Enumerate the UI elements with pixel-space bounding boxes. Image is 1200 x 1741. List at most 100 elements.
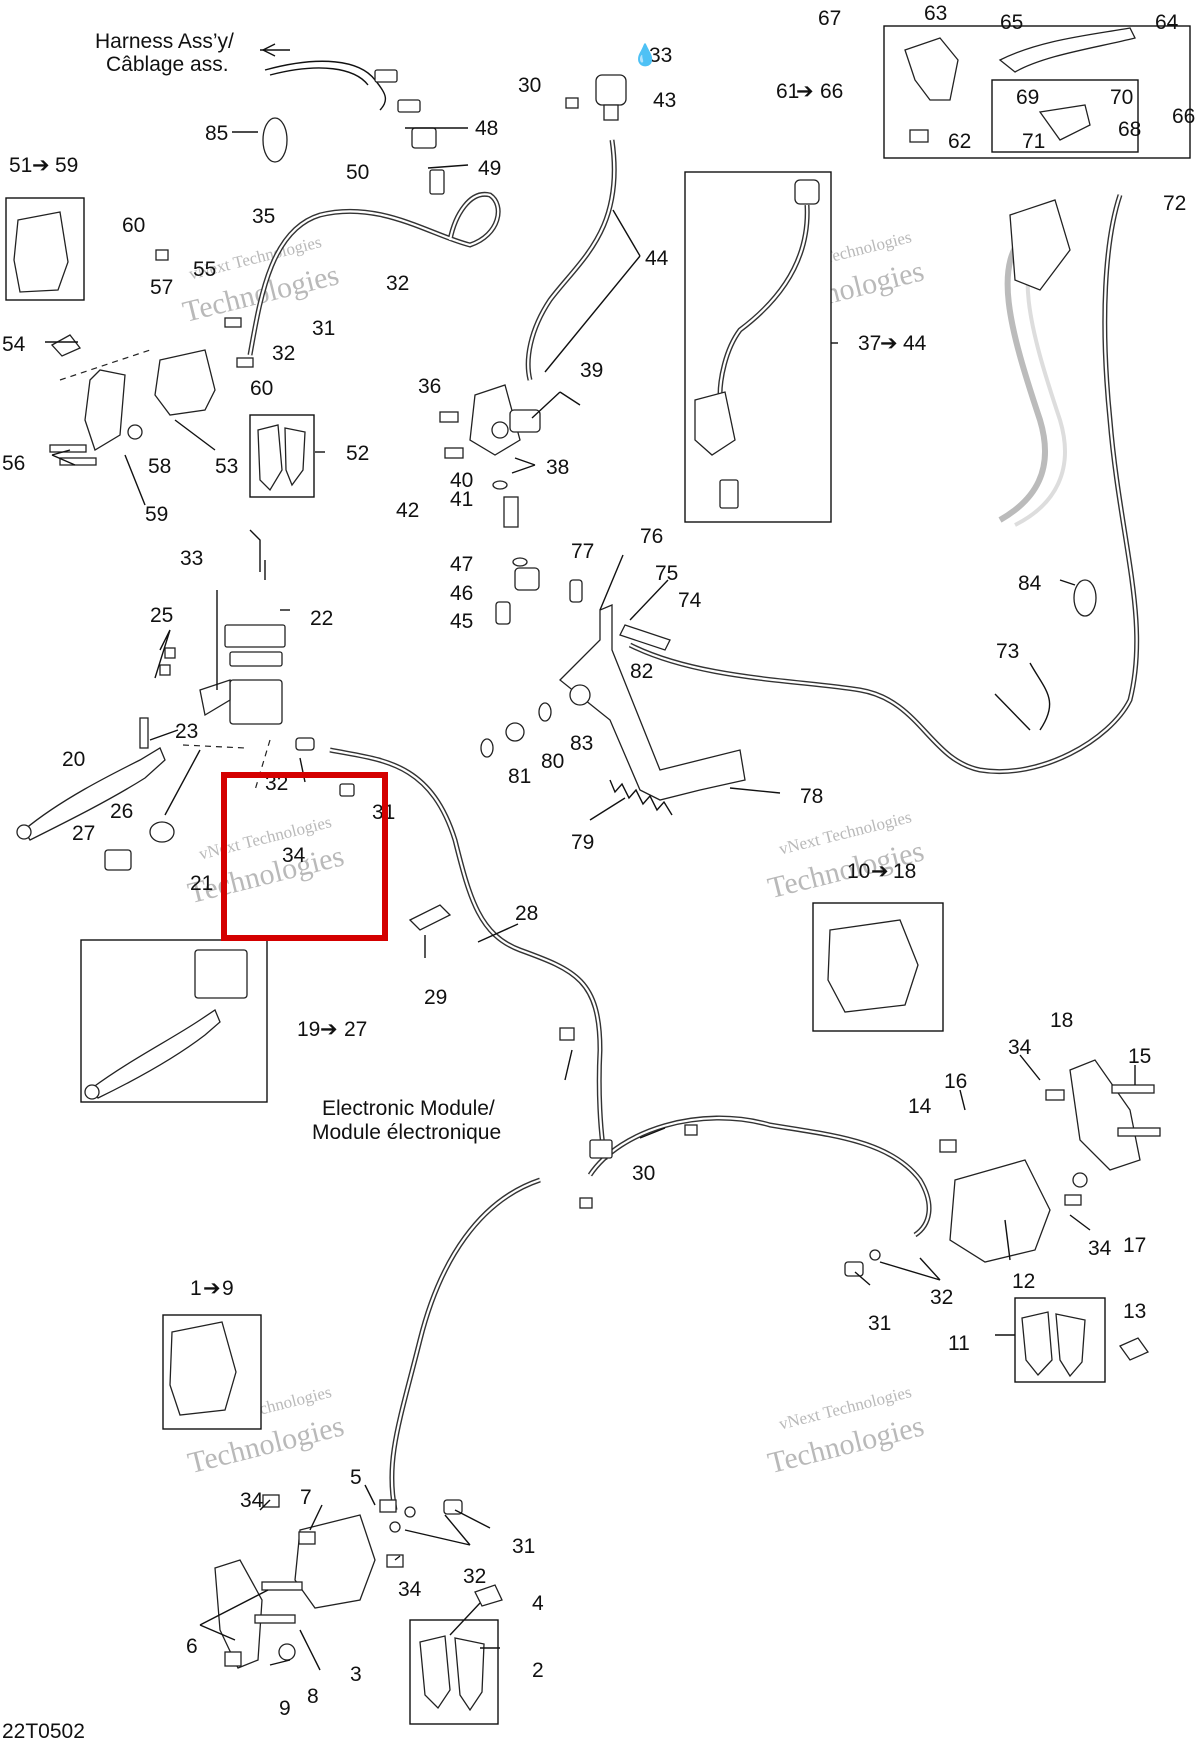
range-1-9-to: 9: [222, 1277, 234, 1300]
range-19-27-from: 19: [297, 1018, 320, 1041]
screw-icon: [684, 1124, 698, 1136]
bleeder-icon: [939, 1139, 957, 1153]
pushrod-icon: [503, 496, 519, 528]
parts: [5, 25, 1191, 1725]
text-labels: Harness Ass’y/ Câblage ass. Electronic M…: [2, 30, 501, 1741]
module-connector-icon: [559, 1027, 575, 1041]
callout-33b: 33: [180, 547, 203, 570]
brake-pad-icon: [419, 1635, 451, 1710]
master-cylinder-icon: [194, 949, 248, 999]
guide-pin-icon: [59, 457, 97, 466]
callout-23: 23: [175, 720, 198, 743]
callout-36: 36: [418, 375, 441, 398]
pushrod-icon: [719, 479, 739, 509]
callout-80: 80: [541, 750, 564, 773]
master-cylinder-icon: [694, 391, 736, 456]
ring-icon: [492, 480, 508, 490]
banjo-bolt-icon: [429, 169, 445, 195]
caliper-bracket-icon: [84, 369, 126, 451]
callout-81: 81: [508, 765, 531, 788]
range-61-66-from: 61: [776, 80, 799, 103]
callout-4: 4: [532, 1592, 544, 1615]
bleeder-icon: [224, 317, 242, 328]
callout-78: 78: [800, 785, 823, 808]
callout-43: 43: [653, 89, 676, 112]
callout-24: 34: [282, 844, 306, 867]
callout-70: 70: [1110, 86, 1133, 109]
caliper-icon: [169, 1321, 237, 1416]
screw-icon: [444, 447, 464, 459]
range-arrow-icon: ➔: [880, 332, 898, 355]
callout-44: 44: [645, 247, 669, 270]
callout-39: 39: [580, 359, 603, 382]
callout-32e: 32: [463, 1565, 486, 1588]
brake-hoses: [247, 60, 1140, 1511]
washer-icon: [869, 1249, 881, 1261]
callout-29: 29: [424, 986, 447, 1009]
brake-light-switch-icon: [411, 127, 437, 149]
guide-pin-icon: [254, 1614, 296, 1624]
screw-icon: [565, 97, 579, 109]
banjo-bolt-icon: [339, 783, 355, 797]
range-arrow-icon: ➔: [796, 80, 814, 103]
screw-icon: [1064, 1194, 1082, 1206]
pad-spring-icon: [50, 334, 82, 357]
brake-pad-icon: [257, 424, 283, 492]
leader-lines: [45, 43, 1136, 1671]
range-10-18-to: 18: [893, 860, 916, 883]
range-arrow-icon: ➔: [320, 1018, 338, 1041]
callout-34c: 34: [1088, 1237, 1112, 1260]
callout-6: 6: [186, 1635, 198, 1658]
range-37-44-from: 37: [858, 332, 881, 355]
callout-69: 69: [1016, 86, 1039, 109]
callout-35: 35: [252, 205, 275, 228]
bushing-icon: [224, 1651, 242, 1667]
reservoir-icon: [603, 104, 619, 121]
highlight-box: [221, 772, 388, 941]
callout-83: 83: [570, 732, 593, 755]
connector-icon: [397, 99, 421, 113]
callout-26: 26: [110, 800, 133, 823]
boot-icon: [104, 849, 132, 871]
washer-icon: [389, 1521, 401, 1533]
range-arrow-icon: ➔: [32, 154, 50, 177]
callout-82: 82: [630, 660, 653, 683]
screw-icon: [439, 411, 459, 423]
callout-20: 20: [62, 748, 85, 771]
pin-icon: [495, 601, 511, 625]
callout-42: 42: [396, 499, 419, 522]
o-ring-icon: [149, 821, 175, 843]
brake-pad-icon: [454, 1637, 485, 1712]
screw-icon: [1045, 1089, 1065, 1101]
callout-38: 38: [546, 456, 569, 479]
callout-3: 3: [350, 1663, 362, 1686]
range-1-9-from: 1: [190, 1277, 202, 1300]
callout-16: 16: [944, 1070, 967, 1093]
pivot-bolt-icon: [139, 717, 149, 749]
screw-icon: [579, 1197, 593, 1209]
pin-icon: [569, 579, 583, 603]
range-61-66-to: 66: [820, 80, 843, 103]
module-label-line2: Module électronique: [312, 1121, 501, 1144]
callout-2: 2: [532, 1659, 544, 1682]
callout-30b: 30: [632, 1162, 655, 1185]
callout-15: 15: [1128, 1045, 1151, 1068]
brake-lever-icon: [23, 747, 166, 841]
callout-25: 25: [150, 604, 173, 627]
callout-77: 77: [571, 540, 594, 563]
banjo-bolt-icon: [844, 1261, 864, 1277]
bleeder-icon: [379, 1499, 397, 1513]
range-arrow-icon: ➔: [203, 1277, 221, 1300]
rear-left-caliper-icon: [154, 349, 216, 416]
callout-54: 54: [2, 333, 26, 356]
brake-lever-icon: [91, 1009, 221, 1099]
callout-31a: 31: [312, 317, 335, 340]
callout-9: 9: [279, 1697, 291, 1720]
callout-14: 14: [908, 1095, 932, 1118]
range-37-44-to: 44: [903, 332, 927, 355]
spring-icon: [909, 129, 929, 143]
brake-pad-icon: [1055, 1313, 1086, 1378]
callout-55: 55: [193, 258, 216, 281]
